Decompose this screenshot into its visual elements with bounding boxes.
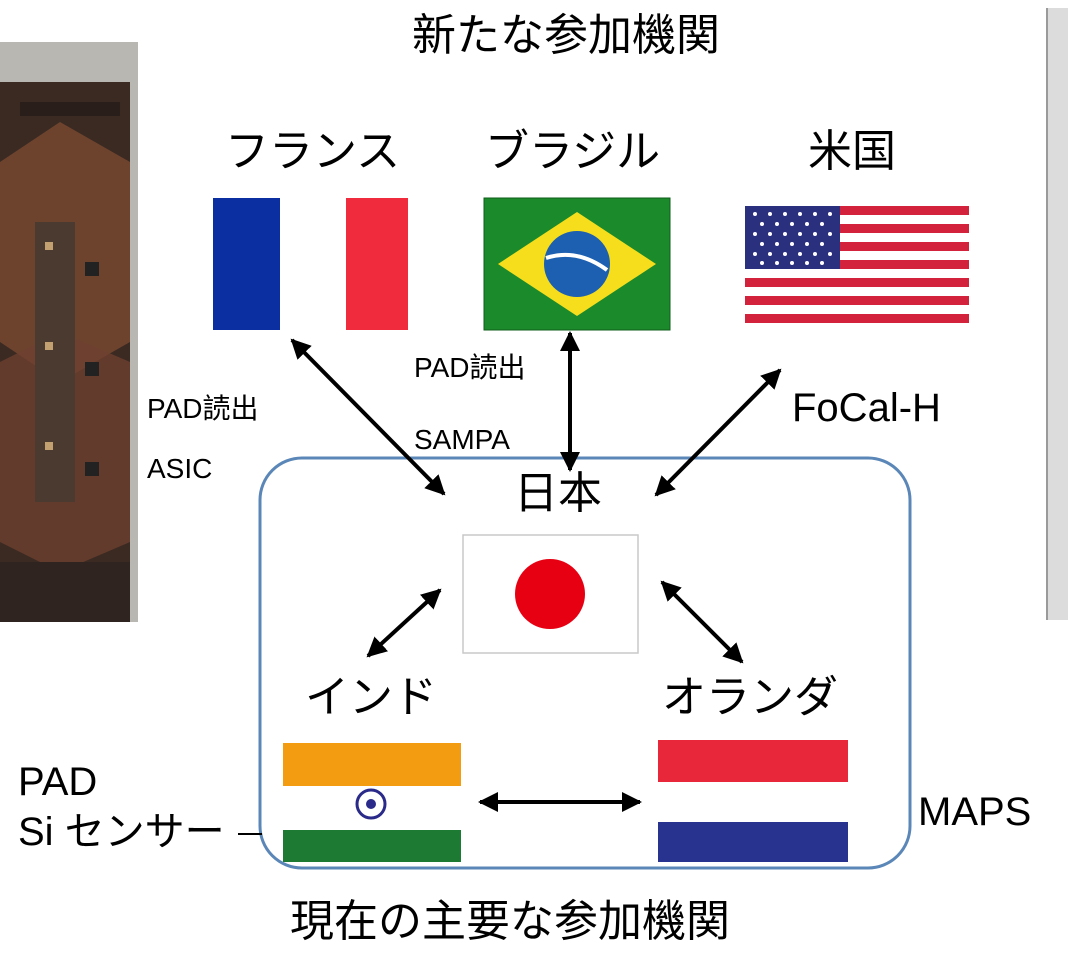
- current-participants-title: 現在の主要な参加機関: [290, 896, 730, 947]
- france-role-line2: ASIC: [147, 453, 213, 484]
- country-label-india: インド: [305, 672, 437, 723]
- arrow-japan-netherlands: [660, 580, 744, 664]
- country-label-japan: 日本: [514, 468, 602, 519]
- country-label-usa: 米国: [808, 126, 896, 177]
- arrow-japan-india: [366, 588, 442, 658]
- detector-board-image: [0, 82, 130, 622]
- usa-role: FoCal-H: [792, 386, 941, 430]
- india-role-line2: Si センサー: [18, 810, 225, 854]
- india-flag: [283, 743, 461, 862]
- japan-flag: [462, 534, 639, 654]
- france-role-line1: PAD読出: [147, 393, 259, 424]
- country-label-netherlands: オランダ: [662, 672, 838, 723]
- current-participants-box: [258, 456, 912, 870]
- arrow-france-japan: [290, 338, 446, 496]
- netherlands-flag: [658, 740, 848, 862]
- arrow-usa-japan: [654, 368, 782, 497]
- detector-board-photo: [0, 42, 138, 622]
- new-participants-title: 新たな参加機関: [412, 10, 720, 61]
- country-label-france: フランス: [225, 126, 401, 177]
- country-label-brazil: ブラジル: [485, 126, 661, 177]
- netherlands-role: MAPS: [918, 790, 1032, 834]
- india-role-line1: PAD: [18, 760, 98, 804]
- france-flag: [213, 198, 408, 330]
- usa-flag: [745, 206, 969, 324]
- right-photo-edge: [1046, 8, 1068, 620]
- brazil-flag: [483, 197, 671, 331]
